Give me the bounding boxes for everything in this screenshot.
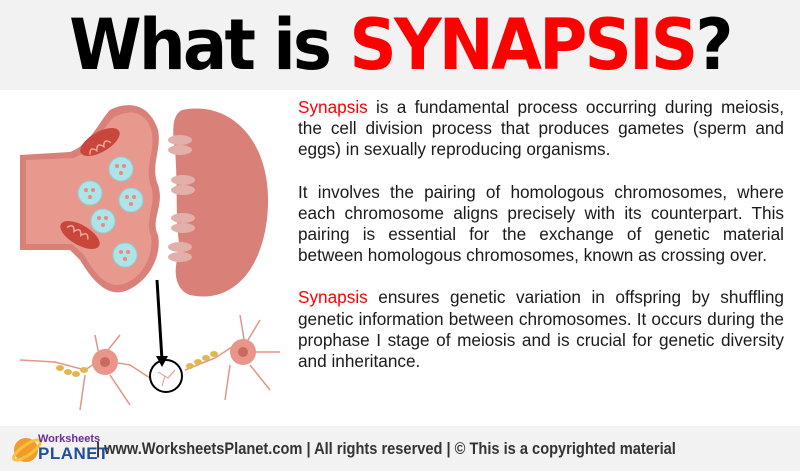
paragraph-text: is a fundamental process occurring durin… [298, 97, 784, 160]
paragraph-pairing: It involves the pairing of homologous ch… [298, 182, 784, 267]
title-prefix: What is [69, 4, 350, 86]
header-banner: What is SYNAPSIS? [0, 0, 800, 90]
keyword-highlight: Synapsis [298, 97, 368, 117]
paragraph-definition: Synapsis is a fundamental process occurr… [298, 97, 784, 161]
planet-icon [12, 437, 42, 462]
title-suffix: ? [695, 4, 733, 86]
paragraph-text: ensures genetic variation in offspring b… [298, 287, 784, 372]
footer-bar: Worksheets PLANET | www.WorksheetsPlanet… [0, 426, 800, 471]
title-highlight: SYNAPSIS [349, 4, 698, 86]
page-title: What is SYNAPSIS? [69, 10, 733, 80]
description-text: Synapsis is a fundamental process occurr… [298, 97, 784, 393]
logo-line2: PLANET [38, 443, 109, 463]
synapse-illustration-icon [0, 90, 290, 420]
keyword-highlight: Synapsis [298, 287, 368, 308]
worksheets-planet-logo[interactable]: Worksheets PLANET [10, 429, 109, 469]
copyright-text: | www.WorksheetsPlanet.com | All rights … [96, 438, 676, 458]
paragraph-importance: Synapsis ensures genetic variation in of… [298, 287, 784, 372]
paragraph-text: It involves the pairing of homologous ch… [298, 181, 784, 266]
logo-line1: Worksheets [38, 432, 101, 445]
